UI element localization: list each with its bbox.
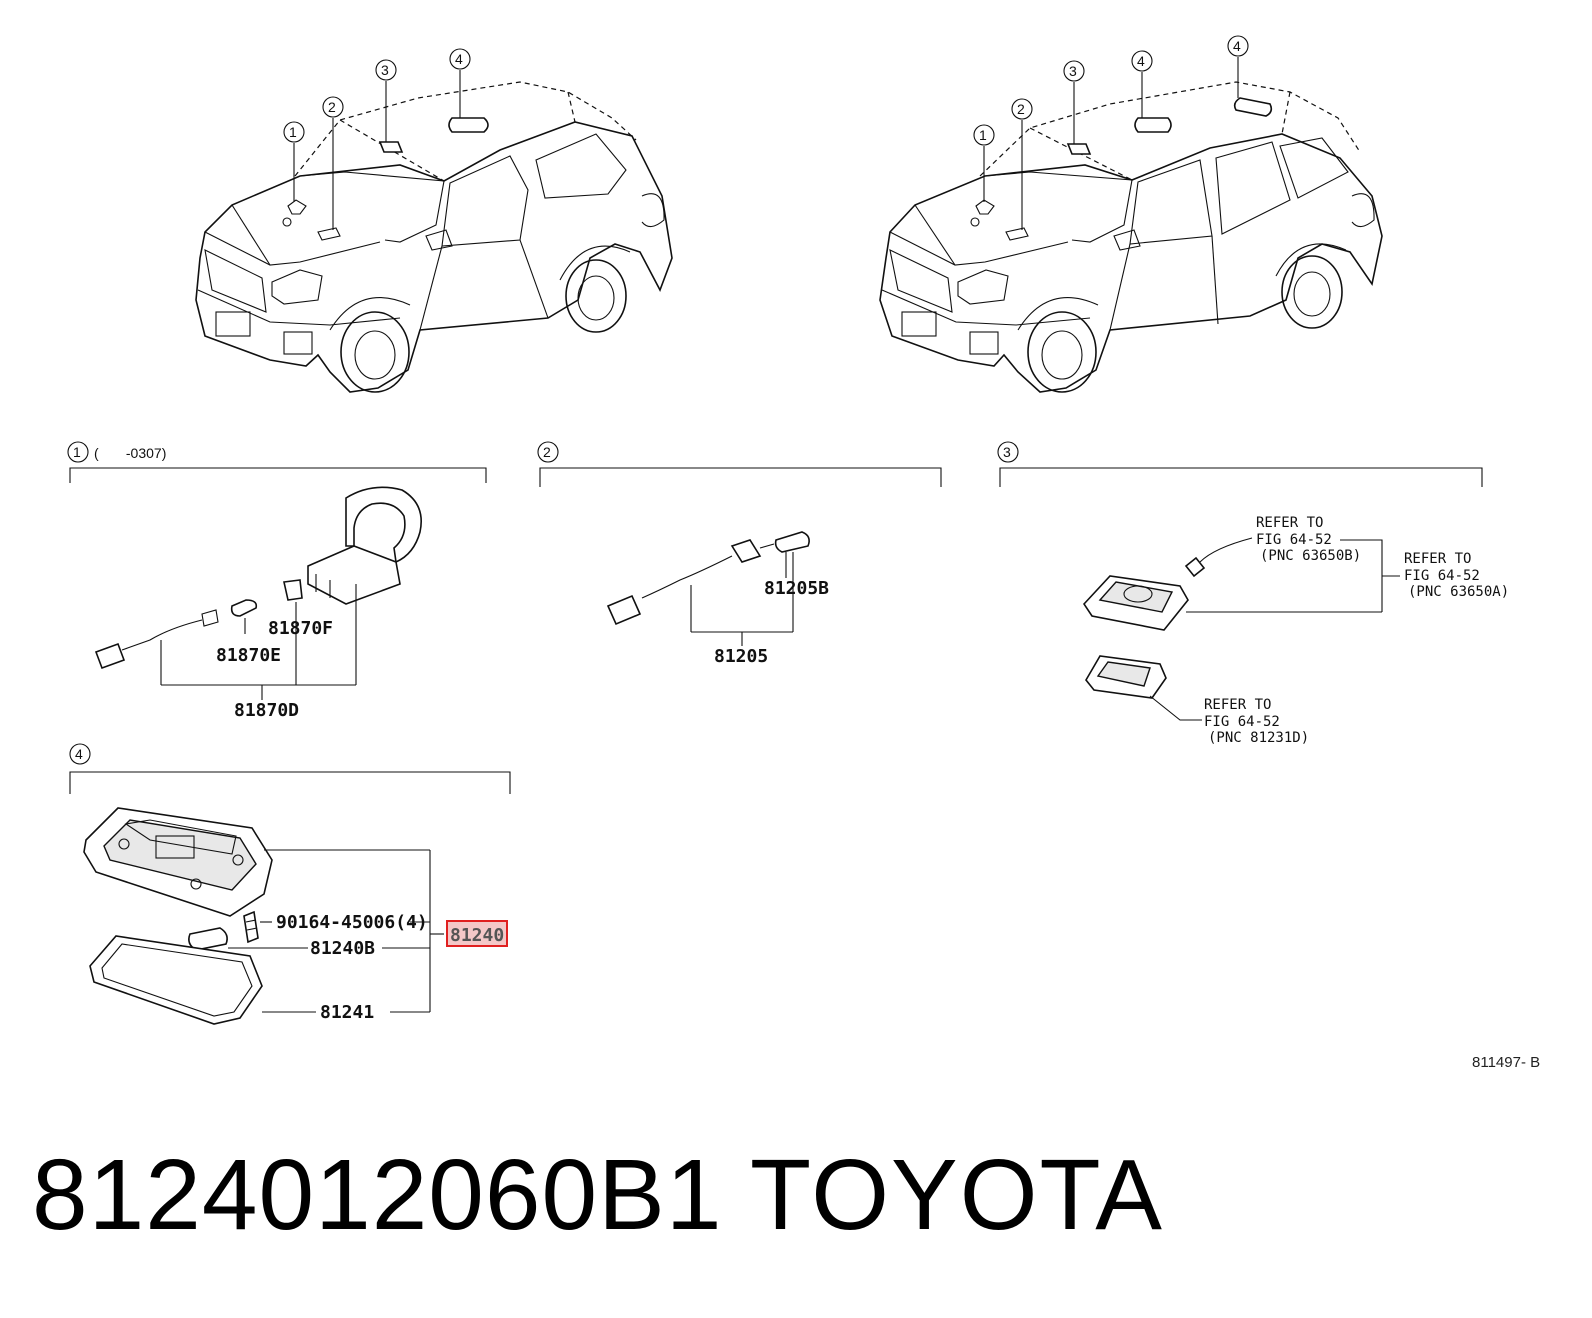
section-1-index: 1	[73, 444, 81, 460]
figure-code: 811497- B	[1472, 1054, 1541, 1071]
callout-4b-right: 4	[1233, 38, 1241, 54]
section-1-panel: 1 ( -0307) 81870F 81870E 81870D	[67, 441, 487, 721]
section-1-range: ( -0307)	[94, 445, 166, 461]
section-3-index: 3	[1003, 444, 1011, 460]
label-81870D: 81870D	[234, 700, 299, 721]
callout-4a-right: 4	[1137, 53, 1145, 69]
ref1-line1: REFER TO	[1256, 515, 1323, 531]
vehicle-3door-illustration: 4 3 2 1	[195, 48, 673, 393]
ref2-line3: (PNC 63650A)	[1408, 584, 1509, 600]
parts-diagram: 4 3 2 1	[67, 35, 1509, 1025]
ref3-line1: REFER TO	[1204, 697, 1271, 713]
section-2-index: 2	[543, 444, 551, 460]
label-81205: 81205	[714, 646, 768, 667]
callout-3-left: 3	[381, 62, 389, 78]
highlight-box	[446, 920, 508, 947]
ref2-line2: FIG 64-52	[1404, 568, 1480, 584]
callout-3-right: 3	[1069, 63, 1077, 79]
callout-1-left: 1	[289, 124, 297, 140]
vehicle-5door-illustration: 4 4 3 2 1	[879, 35, 1383, 393]
section-3-panel: 3 REFER TO FIG 64-52 (PNC 63650B) REFER …	[997, 441, 1509, 746]
section-4-panel: 4 90164-45006(4) 81240B 81241 8124	[69, 743, 511, 1025]
section-2-panel: 2 81205B 81205	[537, 441, 942, 667]
ref1-line2: FIG 64-52	[1256, 532, 1332, 548]
label-81870E: 81870E	[216, 645, 281, 666]
callout-4-left: 4	[455, 51, 463, 67]
ref1-line3: (PNC 63650B)	[1260, 548, 1361, 564]
brand-name: TOYOTA	[750, 1139, 1164, 1251]
label-lens: 81241	[320, 1002, 374, 1023]
label-81870F: 81870F	[268, 618, 333, 639]
label-assembly[interactable]: 81240	[450, 925, 504, 946]
callout-1-right: 1	[979, 127, 987, 143]
ref3-line2: FIG 64-52	[1204, 714, 1280, 730]
label-bulb: 81240B	[310, 938, 375, 959]
ref2-line1: REFER TO	[1404, 551, 1471, 567]
ref3-line3: (PNC 81231D)	[1208, 730, 1309, 746]
callout-2-right: 2	[1017, 101, 1025, 117]
label-81205B: 81205B	[764, 578, 829, 599]
label-screw: 90164-45006(4)	[276, 912, 428, 933]
part-number: 8124012060B1	[32, 1139, 723, 1251]
section-4-index: 4	[75, 746, 83, 762]
callout-2-left: 2	[328, 99, 336, 115]
